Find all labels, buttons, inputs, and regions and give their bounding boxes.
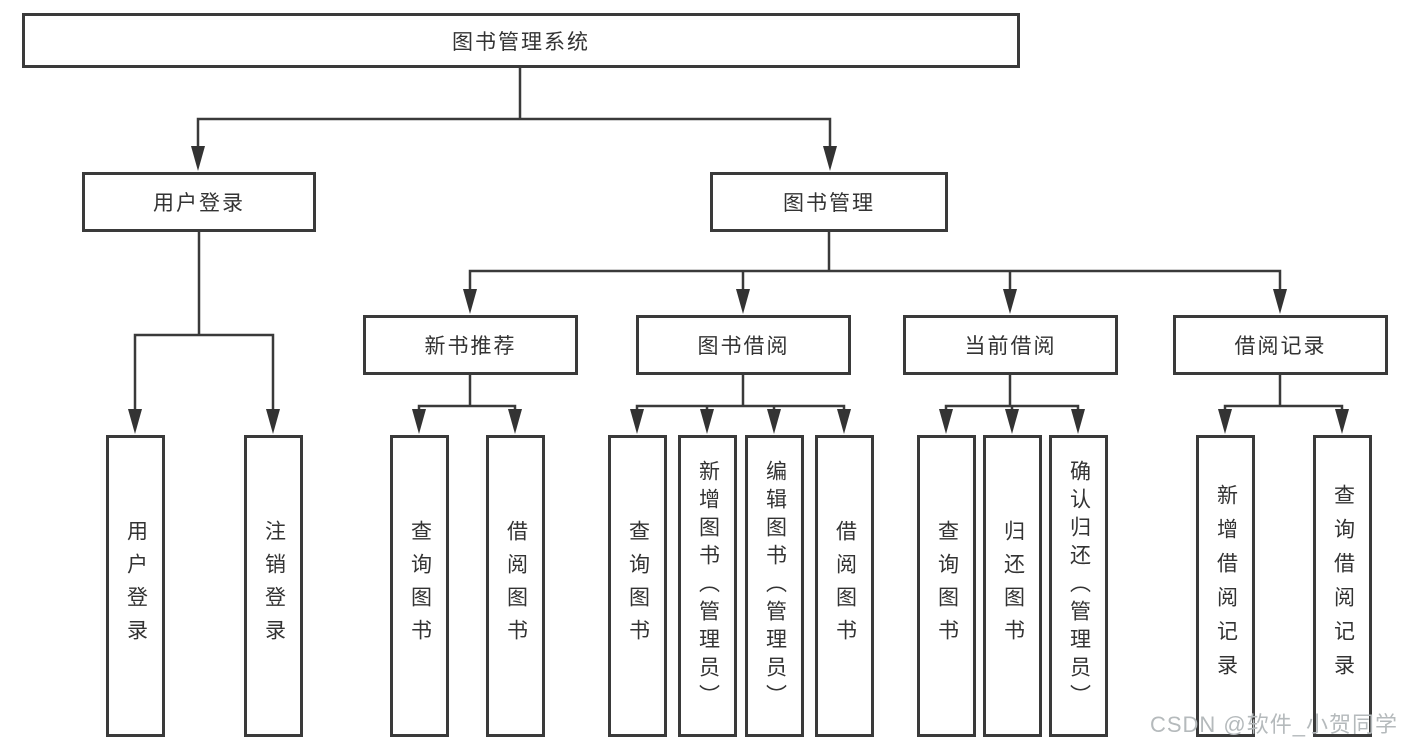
leaf-query-books-current: 查询图书 xyxy=(917,435,976,737)
edge-book-borrow-children xyxy=(630,375,851,434)
arrowhead xyxy=(837,409,851,434)
arrowhead xyxy=(463,289,477,314)
edge-root-to-level2 xyxy=(191,68,837,171)
leaf-query-books-borrow: 查询图书 xyxy=(608,435,667,737)
leaf-user-login: 用户登录 xyxy=(106,435,165,737)
arrowhead xyxy=(700,409,714,434)
leaf-borrow-books: 借阅图书 xyxy=(815,435,874,737)
edge-user-login-children xyxy=(128,232,280,434)
arrowhead xyxy=(736,289,750,314)
arrowhead xyxy=(630,409,644,434)
node-book-management: 图书管理 xyxy=(710,172,948,232)
arrowhead xyxy=(128,409,142,434)
leaf-add-books-admin: 新增图书（管理员） xyxy=(678,435,737,737)
arrowhead xyxy=(823,146,837,171)
node-borrow-records: 借阅记录 xyxy=(1173,315,1388,375)
node-root-system: 图书管理系统 xyxy=(22,13,1020,68)
node-book-borrow: 图书借阅 xyxy=(636,315,851,375)
arrowhead xyxy=(1071,409,1085,434)
arrowhead xyxy=(266,409,280,434)
node-new-book-recommend: 新书推荐 xyxy=(363,315,578,375)
arrowhead xyxy=(767,409,781,434)
arrowhead xyxy=(412,409,426,434)
arrowhead xyxy=(1273,289,1287,314)
csdn-watermark: CSDN @软件_小贺同学 xyxy=(1149,712,1398,737)
arrowhead xyxy=(508,409,522,434)
arrowhead xyxy=(191,146,205,171)
leaf-return-books: 归还图书 xyxy=(983,435,1042,737)
edge-new-book-children xyxy=(412,375,522,434)
leaf-add-borrow-record: 新增借阅记录 xyxy=(1196,435,1255,737)
arrowhead xyxy=(1003,289,1017,314)
arrowhead xyxy=(1335,409,1349,434)
edge-current-borrow-children xyxy=(939,375,1085,434)
node-user-login: 用户登录 xyxy=(82,172,316,232)
leaf-query-borrow-record: 查询借阅记录 xyxy=(1313,435,1372,737)
arrowhead xyxy=(1218,409,1232,434)
edge-book-management-children xyxy=(463,232,1287,314)
leaf-edit-books-admin: 编辑图书（管理员） xyxy=(745,435,804,737)
edge-borrow-records-children xyxy=(1218,375,1349,434)
leaf-borrow-books-recommend: 借阅图书 xyxy=(486,435,545,737)
leaf-confirm-return-admin: 确认归还（管理员） xyxy=(1049,435,1108,737)
leaf-query-books-recommend: 查询图书 xyxy=(390,435,449,737)
node-current-borrow: 当前借阅 xyxy=(903,315,1118,375)
arrowhead xyxy=(1005,409,1019,434)
arrowhead xyxy=(939,409,953,434)
leaf-logout: 注销登录 xyxy=(244,435,303,737)
